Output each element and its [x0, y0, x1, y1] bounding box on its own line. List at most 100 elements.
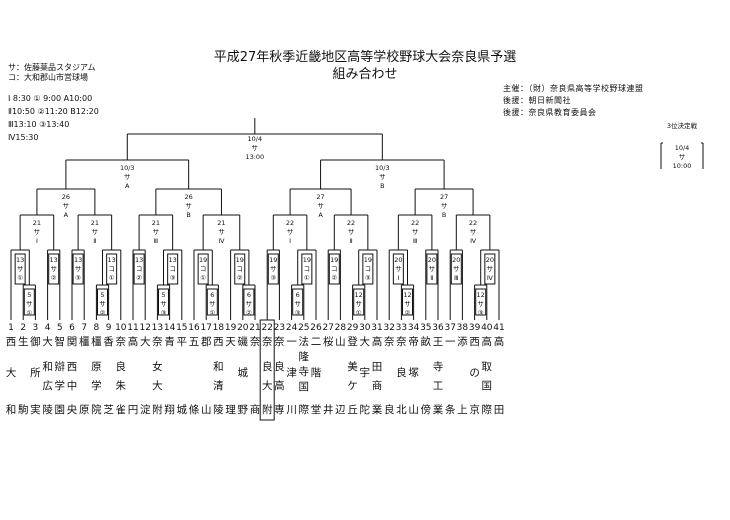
round2-match-6-label-box — [167, 253, 179, 285]
round2-match-16-date: 20 — [486, 256, 494, 264]
round1-match-6-slot: ③ — [295, 309, 301, 317]
team-number: 13 — [152, 323, 163, 333]
round2-match-7-slot: ① — [200, 274, 206, 282]
team-name-last: 専 — [274, 404, 285, 416]
round1-match-8-venue: サ — [404, 300, 411, 308]
time-legend-4: Ⅳ15:30 — [8, 133, 39, 142]
third-place-venue: サ — [679, 153, 686, 161]
team-name-last: 園 — [55, 404, 66, 416]
team-name-last: 辺 — [335, 404, 346, 416]
team-number: 33 — [396, 323, 407, 333]
round2-match-9-date: 19 — [269, 256, 277, 264]
semifinal-match-2-slot: B — [380, 182, 384, 190]
round2-match-5-label-box — [133, 253, 145, 285]
team-name-first: 奈 — [384, 335, 395, 348]
team-name-first: 西 — [6, 336, 17, 348]
team-name-last: 商 — [250, 403, 261, 416]
round3-match-8-date: 22 — [469, 219, 477, 227]
team-number: 23 — [274, 323, 285, 333]
round2-match-12-venue: コ — [365, 265, 372, 273]
round2-match-13-label-box — [392, 253, 404, 285]
round2-match-2-slot: ② — [51, 274, 57, 282]
round2-match-14-label-box — [426, 253, 438, 285]
semifinal-match-2-date: 10/3 — [375, 164, 390, 172]
round2-match-8-venue: コ — [237, 265, 244, 273]
team-name-last: 院 — [91, 403, 102, 416]
team-name-first: 橿 — [79, 335, 90, 348]
team-number: 12 — [139, 323, 150, 333]
team-name-first: 平 — [177, 336, 188, 348]
team-name-last: 田 — [494, 404, 505, 416]
team-name-middle: 高 — [274, 379, 285, 392]
round2-match-1-label-box — [14, 253, 26, 285]
team-name-first: 西 — [469, 336, 480, 348]
team-name-last: 業 — [372, 403, 383, 416]
round2-match-14-slot: Ⅱ — [430, 274, 433, 282]
team-name-last: 丘 — [347, 404, 358, 416]
team-name-first: 橿 — [91, 335, 102, 348]
team-name-last: 川 — [286, 404, 297, 416]
team-name-first: 五 — [189, 336, 200, 348]
round2-match-8-date: 19 — [236, 256, 244, 264]
team-name-last: 条 — [445, 403, 456, 416]
team-name-first: 奈 — [396, 335, 407, 348]
round3-match-6-date: 22 — [347, 219, 355, 227]
team-name-middle: 良 — [262, 360, 273, 373]
quarterfinal-match-1-slot: A — [64, 211, 69, 219]
team-name-first: 天 — [225, 336, 236, 348]
round2-match-13-date: 20 — [394, 256, 402, 264]
round1-match-4-venue: サ — [209, 300, 216, 308]
team-name-first: 奈 — [116, 335, 127, 348]
round2-match-6-date: 13 — [169, 256, 177, 264]
round2-match-10-venue: コ — [304, 265, 311, 273]
organizer-role: 後援 — [503, 96, 520, 105]
team-name-first: 桜 — [323, 335, 334, 348]
team-name-last: 傍 — [421, 403, 432, 416]
team-name-last: 山 — [201, 404, 212, 416]
round1-match-4-slot: ① — [209, 309, 215, 317]
semifinal-match-1-slot: A — [125, 182, 130, 190]
round2-match-11-slot: ② — [331, 274, 337, 282]
quarterfinal-match-4-venue: サ — [441, 202, 448, 210]
team-name-last: 実 — [30, 403, 41, 416]
round2-match-3-venue: サ — [75, 265, 82, 273]
team-number: 35 — [420, 323, 431, 333]
round1-match-4-label-box — [206, 288, 218, 316]
team-name-first: 添 — [457, 335, 468, 348]
round2-match-16-slot: Ⅳ — [487, 274, 493, 282]
quarterfinal-match-2-slot: B — [186, 211, 190, 219]
round2-match-5-date: 13 — [135, 256, 143, 264]
round2-match-3-date: 13 — [74, 256, 82, 264]
team-name-first: 関 — [67, 336, 78, 348]
round2-match-16-label-box — [484, 253, 496, 285]
semifinal-match-2-venue: サ — [379, 173, 386, 181]
team-name-first: 大 — [42, 335, 53, 348]
organizer-line-3: 後援：奈良県教育委員会 — [503, 108, 597, 117]
quarterfinal-match-2-venue: サ — [185, 202, 192, 210]
round2-match-9-label-box — [267, 253, 279, 285]
round3-match-4-date: 21 — [217, 219, 225, 227]
team-number: 28 — [335, 323, 347, 333]
team-number: 31 — [371, 323, 382, 333]
team-number: 34 — [408, 323, 420, 333]
team-name-last: 北 — [396, 404, 407, 416]
team-name-middle: 女 — [152, 360, 163, 373]
round1-match-9-slot: ③ — [478, 309, 484, 317]
round3-match-6-slot: Ⅱ — [349, 237, 352, 245]
team-name-middle: 田 — [372, 361, 383, 373]
team-name-first: 大 — [140, 335, 151, 348]
team-name-first: 畝 — [421, 335, 432, 348]
round1-match-3-label-box — [158, 288, 169, 316]
round2-match-15-slot: Ⅲ — [454, 274, 458, 282]
team-name-last: 翔 — [164, 403, 175, 416]
round1-match-2-venue: サ — [99, 300, 106, 308]
round3-match-1-venue: サ — [34, 228, 41, 236]
team-name-middle: 辯 — [55, 360, 66, 373]
team-name-middle: 良 — [396, 366, 407, 379]
third-place-date: 10/4 — [675, 144, 690, 152]
round2-match-5-venue: コ — [136, 265, 143, 273]
team-number: 39 — [469, 323, 481, 333]
team-number: 14 — [164, 323, 176, 333]
round2-match-4-label-box — [106, 253, 118, 285]
round2-match-11-label-box — [328, 253, 340, 285]
